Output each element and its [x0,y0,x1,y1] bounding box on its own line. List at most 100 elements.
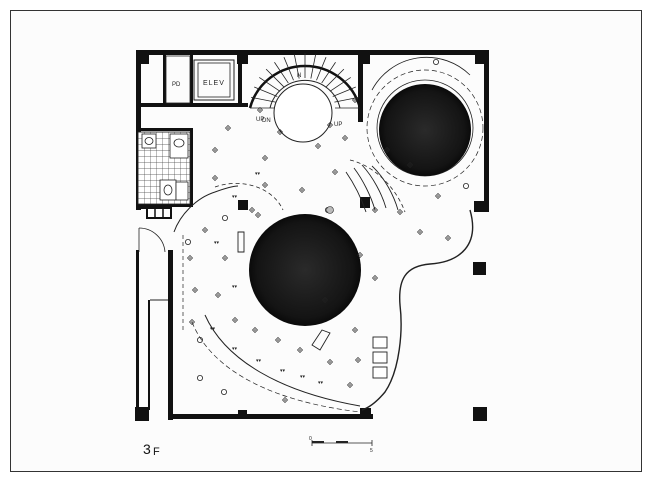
downlight-icon [196,336,203,343]
stair-tread [250,96,276,103]
spotlight-dot [374,277,376,279]
display-cases [372,336,388,379]
spotlight-icon [215,292,221,298]
spotlight-icon [327,122,333,128]
bracket-light-icon: ▾▾ [318,380,324,386]
toilet-block [137,131,191,205]
stair-tread [254,86,278,97]
spotlight-icon [187,255,193,261]
spotlight-dot [204,229,206,231]
spotlight-dot [191,321,193,323]
stair-tread [293,53,300,79]
spotlight-dot [217,294,219,296]
spotlight-icon [277,129,283,135]
spotlight-dot [277,339,279,341]
spotlight-dot [447,237,449,239]
spotlight-icon [189,319,195,325]
spotlight-dot [279,131,281,133]
spotlight-dot [317,145,319,147]
bracket-light-icon: ▾▾ [280,368,286,374]
spotlight-icon [192,287,198,293]
downlight-icon [196,374,203,381]
stair-tread [283,57,294,81]
spotlight-icon [315,143,321,149]
stair-tread [329,77,351,92]
spotlight-dot [344,137,346,139]
spotlight-icon [357,252,363,258]
spotlight-icon [262,155,268,161]
spotlight-icon [257,107,263,113]
spotlight-icon [417,229,423,235]
spotlight-dot [329,361,331,363]
spotlight-dot [349,384,351,386]
lighting-fixtures: ▾▾▾▾▾▾▾▾▾▾▾▾▾▾▾▾▾▾▾▾ [184,59,469,403]
spotlight-dot [409,164,411,166]
spotlight-dot [301,189,303,191]
spotlight-icon [342,135,348,141]
downlight-icon [432,59,439,66]
spotlight-dot [357,359,359,361]
right-round-table [379,84,471,176]
spotlight-icon [352,327,358,333]
walls [136,50,489,420]
bracket-light-icon: ▾▾ [232,284,238,290]
stair-tread [316,57,327,81]
stair-tread [321,62,336,84]
stair-tread [265,68,285,88]
bracket-light-icon: ▾▾ [232,194,238,200]
bracket-light-icon: ▾▾ [255,171,261,177]
stair-mark: N [297,73,301,79]
spotlight-icon [262,182,268,188]
elevator: ELEV [193,59,235,101]
bracket-light-icon: ▾▾ [256,358,262,364]
spotlight-icon [445,235,451,241]
spotlight-icon [372,275,378,281]
spotlight-dot [257,214,259,216]
spotlight-icon [384,147,390,153]
spotlight-icon [212,175,218,181]
spotlight-dot [264,184,266,186]
spotlight-icon [282,397,288,403]
entrance-door [138,227,168,301]
spotlight-icon [355,357,361,363]
spotlight-icon [202,227,208,233]
downlight-icon [221,214,228,221]
pd-room: PD [165,55,191,104]
spotlight-icon [435,193,441,199]
spotlight-icon [232,317,238,323]
bracket-light-icon: ▾▾ [210,326,216,332]
floor-label: 3 F [143,441,160,458]
pendant-light-icon [326,206,334,214]
spotlight-icon [222,255,228,261]
up-label-1: UP [256,117,264,123]
spotlight-icon [255,212,261,218]
curved-benches [237,164,399,351]
spotlight-icon [225,125,231,131]
spotlight-dot [374,209,376,211]
scale-bar: 0 5 [309,436,373,454]
spotlight-icon [249,207,255,213]
spotlight-dot [264,157,266,159]
spotlight-icon [397,209,403,215]
spotlight-dot [251,209,253,211]
spotlight-icon [347,382,353,388]
right-round-room [366,56,484,187]
spotlight-dot [399,211,401,213]
downlight-icon [184,238,191,245]
spotlight-dot [386,149,388,151]
spotlight-dot [359,254,361,256]
spotlight-dot [227,127,229,129]
spotlight-dot [224,257,226,259]
elevator-label: ELEV [203,80,225,87]
spotlight-icon [297,347,303,353]
up-label-2: UP [334,122,342,128]
spotlight-dot [419,231,421,233]
spotlight-icon [407,162,413,168]
spotlight-dot [299,349,301,351]
spotlight-icon [212,147,218,153]
spotlight-icon [252,327,258,333]
spotlight-dot [189,257,191,259]
stair-tread [325,68,345,88]
spotlight-dot [324,299,326,301]
spotlight-icon [352,97,358,103]
